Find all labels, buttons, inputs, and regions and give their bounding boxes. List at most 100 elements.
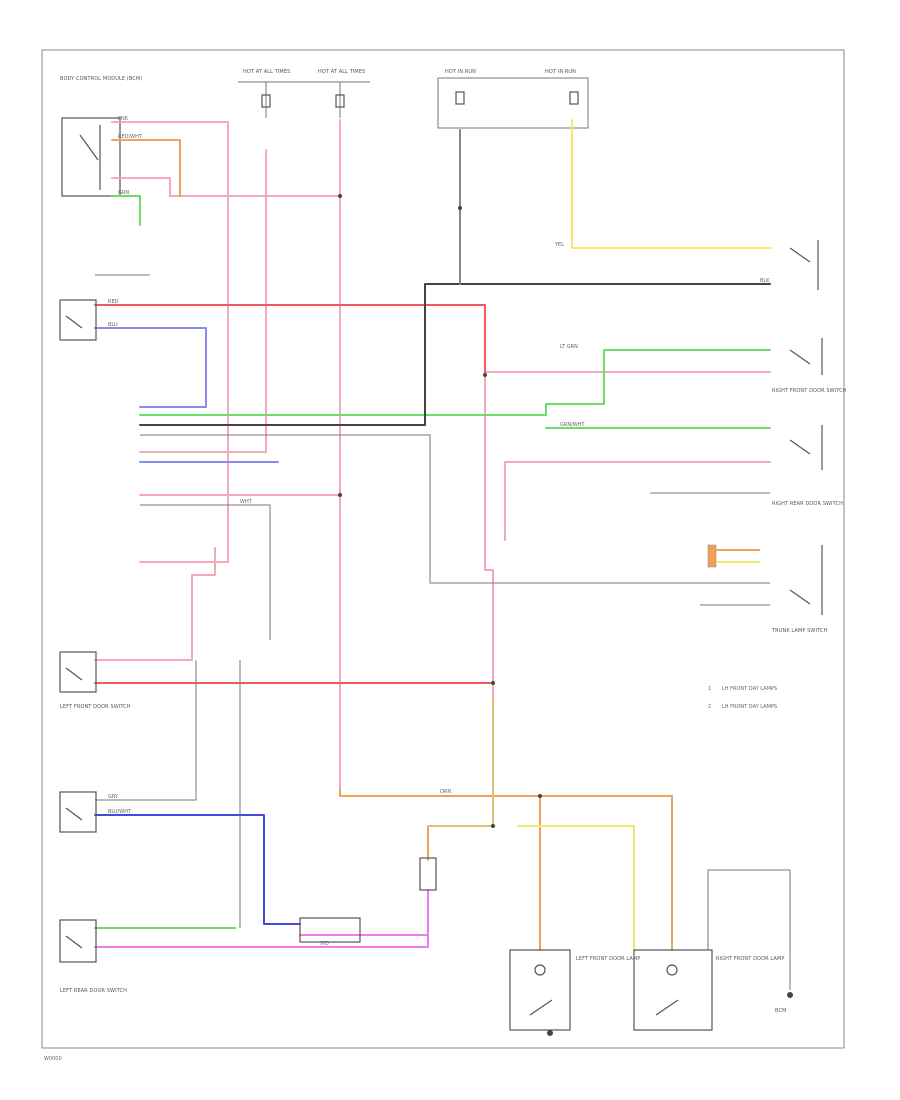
bcm-lower: BCM <box>707 869 793 1014</box>
ground-icon <box>547 1030 553 1036</box>
diagram-frame <box>41 49 845 1049</box>
relay-contact-icon <box>79 134 99 161</box>
splice-dot <box>458 206 462 210</box>
wire-code: YEL <box>554 242 564 248</box>
ground-icon <box>787 992 793 998</box>
door-switch-left-middle <box>59 791 97 833</box>
door-switch-rf-label: RIGHT FRONT DOOR SWITCH <box>772 388 847 394</box>
switch-contact-icon <box>789 349 811 365</box>
lamp-rf-label: RIGHT FRONT DOOR LAMP <box>716 956 784 962</box>
wire-grn-2 <box>139 349 771 416</box>
wire-code: VIO <box>320 941 329 947</box>
wire-orn-2 <box>339 789 673 951</box>
trunk-switch-label: TRUNK LAMP SWITCH <box>771 628 827 634</box>
lamp-lf-box <box>509 949 571 1031</box>
splice-dot <box>483 373 487 377</box>
fuse-box-right <box>437 77 589 129</box>
splice-dot <box>338 194 342 198</box>
door-switch-lf-label: LEFT FRONT DOOR SWITCH <box>60 704 131 710</box>
switch-contact-icon <box>65 667 83 681</box>
lamp-bulb-icon <box>534 964 546 976</box>
fuse-label-d: HOT IN RUN <box>545 69 576 75</box>
fuse-label-c: HOT IN RUN <box>445 69 476 75</box>
wire-vio-1 <box>94 889 429 948</box>
wire-gry-2 <box>140 434 770 584</box>
wire-code: PNK <box>118 116 129 122</box>
lamp-bulb-icon <box>666 964 678 976</box>
lamp-rf-box <box>633 949 713 1031</box>
door-switch-left-upper-box <box>59 299 97 341</box>
wire-red-1 <box>94 304 486 376</box>
door-switch-rf: RIGHT FRONT DOOR SWITCH <box>772 338 847 394</box>
wire-pnk-8 <box>94 547 216 661</box>
lamp-rf: RIGHT FRONT DOOR LAMP <box>633 949 784 1031</box>
switch-contact-icon <box>529 999 553 1016</box>
footer-code: W0000 <box>44 1056 62 1062</box>
door-switch-left-middle-box <box>59 791 97 833</box>
module-top-left-box <box>61 117 121 197</box>
door-switch-rr-label: RIGHT REAR DOOR SWITCH <box>772 501 843 507</box>
door-switch-rr: RIGHT REAR DOOR SWITCH <box>772 425 843 507</box>
wire-code: LT GRN <box>560 344 578 350</box>
fuse-icon-a <box>261 94 271 108</box>
wire-blu-1 <box>94 327 207 408</box>
wire-code: BLU <box>108 322 118 328</box>
splice-dot <box>491 681 495 685</box>
switch-contact-icon <box>789 589 811 605</box>
door-switch-lr-label: LEFT REAR DOOR SWITCH <box>60 988 127 994</box>
wire-code: BLU/WHT <box>108 809 132 815</box>
wire-code: GRN <box>118 190 129 196</box>
door-switch-lf: LEFT FRONT DOOR SWITCH <box>59 651 131 710</box>
wire-code: ORN <box>440 789 451 795</box>
wire-pnk-5 <box>484 374 494 701</box>
wire-pnk-2 <box>111 177 341 197</box>
wire-tan-1 <box>427 699 494 827</box>
fuse-group-top-left: HOT AT ALL TIMES HOT AT ALL TIMES <box>238 69 370 118</box>
door-switch-lr-box <box>59 919 97 963</box>
door-switch-lr: LEFT REAR DOOR SWITCH <box>59 919 127 994</box>
wire-pnk-3 <box>139 149 267 453</box>
lamp-lf: LEFT FRONT DOOR LAMP <box>509 949 640 1036</box>
door-switch-left-upper <box>59 299 97 341</box>
wire-code: WHT <box>240 499 253 505</box>
switch-contact-icon <box>65 935 83 949</box>
switch-contact-icon <box>655 999 679 1016</box>
wire-pnk-1 <box>111 121 229 563</box>
connector-rf <box>707 544 760 568</box>
wire-blk-1 <box>139 283 771 426</box>
switch-contact-icon <box>789 247 811 263</box>
wire-pnk-7 <box>504 461 771 541</box>
module-top-left-label: BODY CONTROL MODULE (BCM) <box>60 76 142 82</box>
fuse-label-b: HOT AT ALL TIMES <box>318 69 365 75</box>
legend-num-1: 1 <box>708 686 711 692</box>
wire-yel-2 <box>517 825 635 951</box>
switch-right-1 <box>789 240 819 290</box>
connector-lower-box <box>299 917 361 943</box>
legend-text-1: LH FRONT DAY LAMPS <box>722 686 777 692</box>
module-top-left: BODY CONTROL MODULE (BCM) <box>60 76 142 197</box>
wire-code: BLK <box>760 278 770 284</box>
door-switch-lf-box <box>59 651 97 693</box>
wire-code: GRN/WHT <box>560 422 585 428</box>
relay-lower-box <box>419 857 437 891</box>
fuse-group-top-right: HOT IN RUN HOT IN RUN <box>437 69 589 129</box>
trunk-lamp-switch: TRUNK LAMP SWITCH <box>771 545 827 634</box>
switch-contact-icon <box>789 439 811 455</box>
wire-code: RED/WHT <box>118 134 143 140</box>
wire-code: RED <box>108 299 119 305</box>
wire-code-labels: PNK RED/WHT GRN RED BLU ORN YEL GRY BLK … <box>108 116 770 947</box>
wire-gry-4 <box>95 660 197 801</box>
wire-blu-3 <box>94 814 301 925</box>
splice-dot <box>491 824 495 828</box>
wire-code: GRY <box>108 794 119 800</box>
legend-num-2: 2 <box>708 704 711 710</box>
connector-icon <box>707 544 717 568</box>
splice-dots <box>338 194 542 828</box>
wire-yel-1 <box>571 119 771 249</box>
switch-contact-icon <box>65 315 83 329</box>
bcm-lower-label: BCM <box>775 1008 786 1014</box>
fuse-icon-d <box>569 91 579 105</box>
wire-gry-3 <box>140 504 271 640</box>
legend-text-2: LH FRONT DAY LAMPS <box>722 704 777 710</box>
